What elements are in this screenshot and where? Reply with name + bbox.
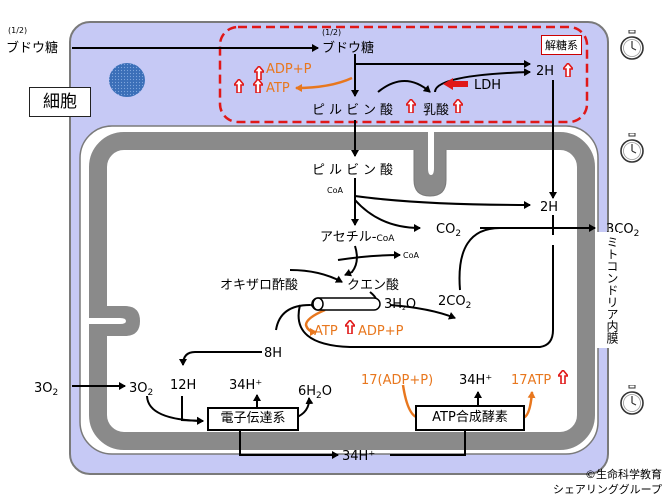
oxaloacetate-label: オキザロ酢酸 — [220, 278, 298, 293]
lactate-label: 乳酸 — [423, 103, 449, 118]
glycolysis-label: 解糖系 — [541, 35, 582, 55]
arrow-8h — [179, 351, 262, 366]
arrow-coa-release — [337, 251, 401, 261]
glycolysis-glucose: ブドウ糖 — [322, 40, 374, 56]
coa-label: CoA — [327, 186, 343, 195]
crista-top-inner — [428, 132, 434, 175]
arrow-pdh-to-2h — [354, 195, 531, 209]
proton-34-right-label: 34H⁺ — [459, 373, 492, 388]
adp-17-label: 17(ADP+P) — [361, 373, 433, 388]
acetyl-coa-label: アセチル-CoA — [320, 230, 395, 245]
arrow-proton-to-atpase — [390, 430, 466, 456]
arrow-glycolysis-atp — [295, 76, 353, 92]
mito-3o2-label: 3O2 — [129, 381, 153, 398]
atp-synthase-box: ATP合成酵素 — [415, 405, 525, 431]
arrow-acetylcoa-to-citrate — [344, 245, 358, 277]
credit: ©生命科学教育 シェアリンググループ — [530, 467, 662, 497]
pyruvate-label: ピルビン酸 — [312, 103, 397, 118]
arrow-12h-to-etc — [181, 396, 204, 425]
credit-line-2: シェアリンググループ — [552, 483, 662, 496]
coa-released-label: CoA — [403, 251, 419, 260]
glycolysis-half: (1/2) — [322, 28, 341, 37]
ldh-enzyme-arrow — [443, 78, 468, 90]
arrow-tca-atp — [304, 308, 326, 336]
co2-2-label: 2CO2 — [438, 294, 471, 311]
water-in-label: 3H2O — [384, 297, 416, 312]
credit-line-1: ©生命科学教育 — [585, 468, 662, 481]
electron-transport-box: 電子伝達系 — [207, 407, 299, 431]
glycolysis-adp-p: ADP+P — [266, 62, 312, 77]
mitochondrion-inner-membrane — [89, 132, 595, 450]
water-out-label: 6H2O — [298, 384, 332, 401]
external-3o2-label: 3O2 — [34, 381, 58, 398]
external-glucose: ブドウ糖 — [6, 40, 58, 56]
arrow-tca-loop — [297, 245, 554, 348]
tca-adp-label: ADP+P — [358, 324, 404, 339]
hydrogen-12h-label: 12H — [170, 378, 196, 393]
hydrogen-8h-label: 8H — [264, 346, 282, 361]
arrow-etc-to-proton-bottom — [239, 430, 339, 459]
glycolysis-atp: ATP — [266, 81, 290, 96]
arrow-oxaloacetate-to-citrate — [289, 269, 343, 283]
arrow-pdh-to-co2 — [354, 199, 421, 232]
arrow-tca-to-oxaloacetate — [275, 300, 317, 331]
tca-atp-label: ATP — [314, 324, 338, 339]
glycolysis-region — [218, 25, 589, 124]
citrate-label: クエン酸 — [347, 278, 399, 293]
arrow-tca-to-2co2 — [389, 304, 456, 320]
proton-34-left-label: 34H⁺ — [229, 378, 262, 393]
external-half: (1/2) — [8, 26, 27, 35]
crista-left-inner — [84, 318, 126, 324]
atp-17-label: 17ATP — [511, 373, 551, 388]
co2-label: CO2 — [436, 222, 461, 239]
arrow-2co2-out — [458, 227, 535, 291]
glycolysis-2h: 2H — [536, 64, 554, 79]
cell-label: 細胞 — [29, 87, 91, 117]
mito-pyruvate-label: ピルビン酸 — [312, 163, 397, 178]
arrow-lactate-to-2h — [434, 68, 531, 93]
stopwatch-icon — [620, 133, 644, 163]
stopwatch-icon — [620, 30, 644, 60]
inner-membrane-label: ミトコンドリア内膜 — [597, 232, 619, 348]
tca-cycle-cylinder — [311, 297, 381, 311]
ldh-label: LDH — [474, 78, 501, 93]
arrow-pyruvate-to-lactate — [377, 80, 431, 93]
stopwatch-icon — [620, 385, 644, 415]
proton-34-bottom-label: 34H⁺ — [342, 449, 375, 464]
nucleus — [109, 63, 145, 97]
mito-2h-label: 2H — [540, 200, 558, 215]
